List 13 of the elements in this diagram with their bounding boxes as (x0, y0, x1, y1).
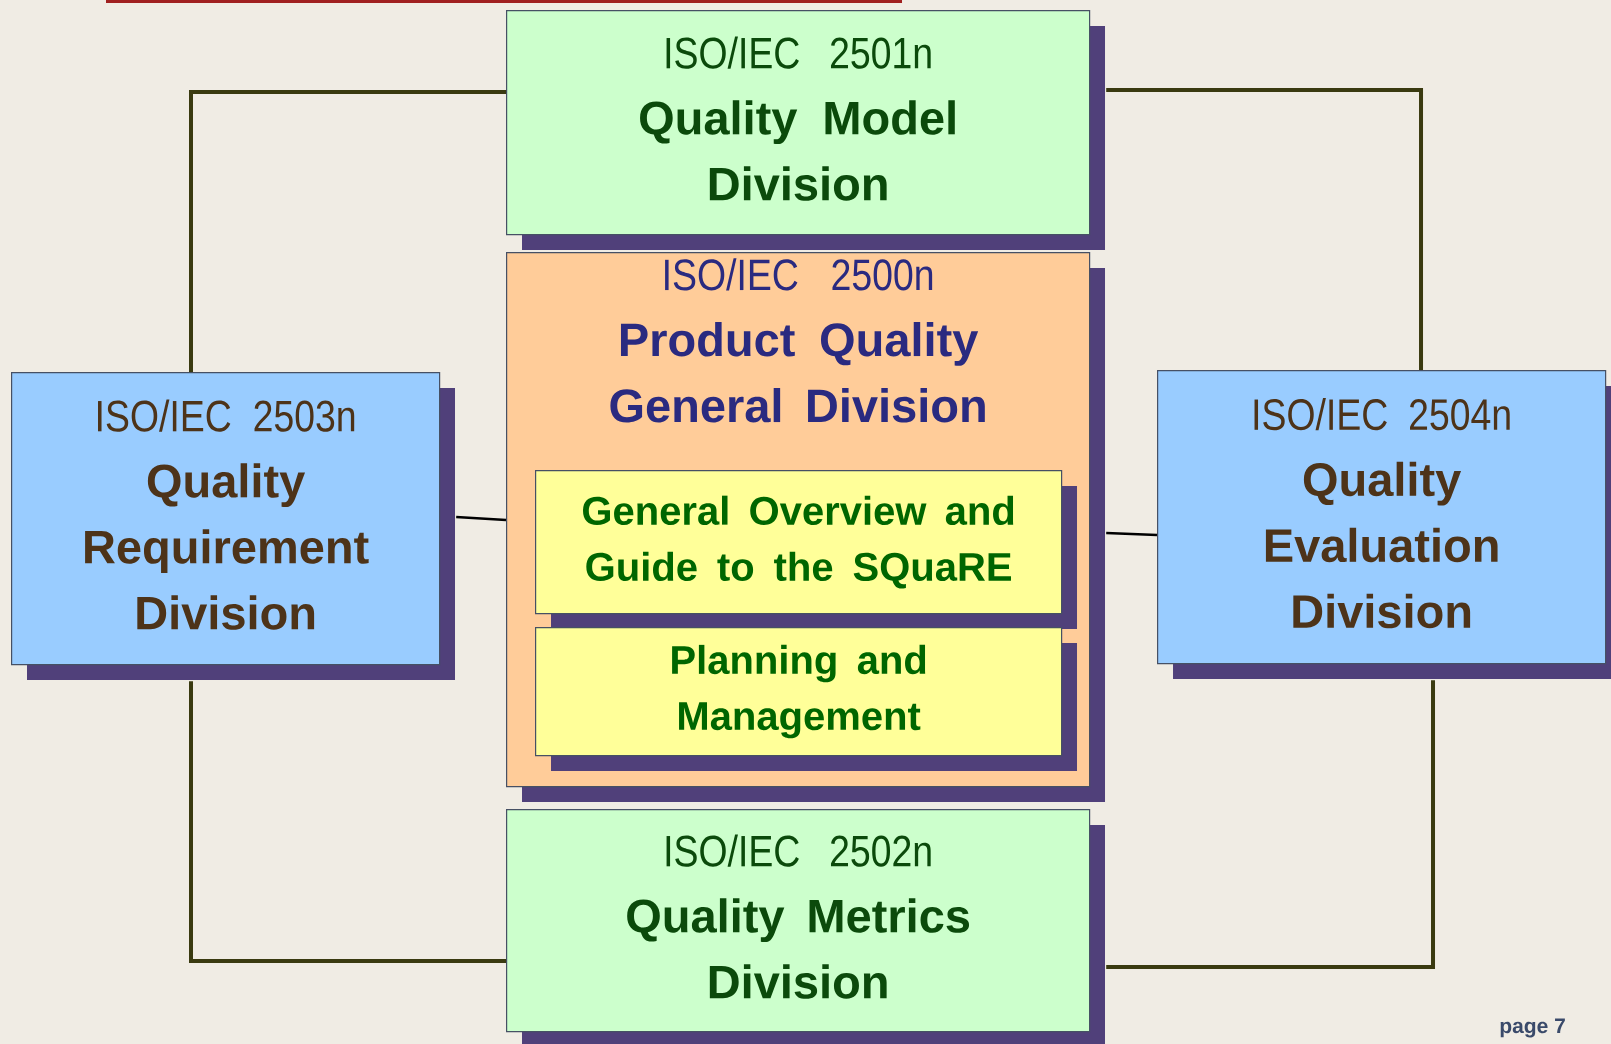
connector-line (189, 681, 506, 963)
section-box: ISO/IEC 2501n Quality Model Division (506, 10, 1105, 250)
connector-line (189, 90, 506, 372)
section-box: ISO/IEC 2502n Quality Metrics Division (506, 809, 1105, 1044)
page-number: page 7 (1500, 1018, 1565, 1038)
section-box: ISO/IEC 2503n Quality Requirement Division (11, 372, 455, 680)
section-box: ISO/IEC 2504n Quality Evaluation Division (1157, 370, 1611, 679)
connector-line (1106, 680, 1435, 969)
connector-line (1106, 88, 1423, 370)
connector-line (1106, 531, 1158, 537)
connector-line (456, 515, 507, 522)
sub-box: Planning and Management (535, 627, 1077, 771)
sub-box: General Overview and Guide to the SQuaRE (535, 470, 1077, 629)
